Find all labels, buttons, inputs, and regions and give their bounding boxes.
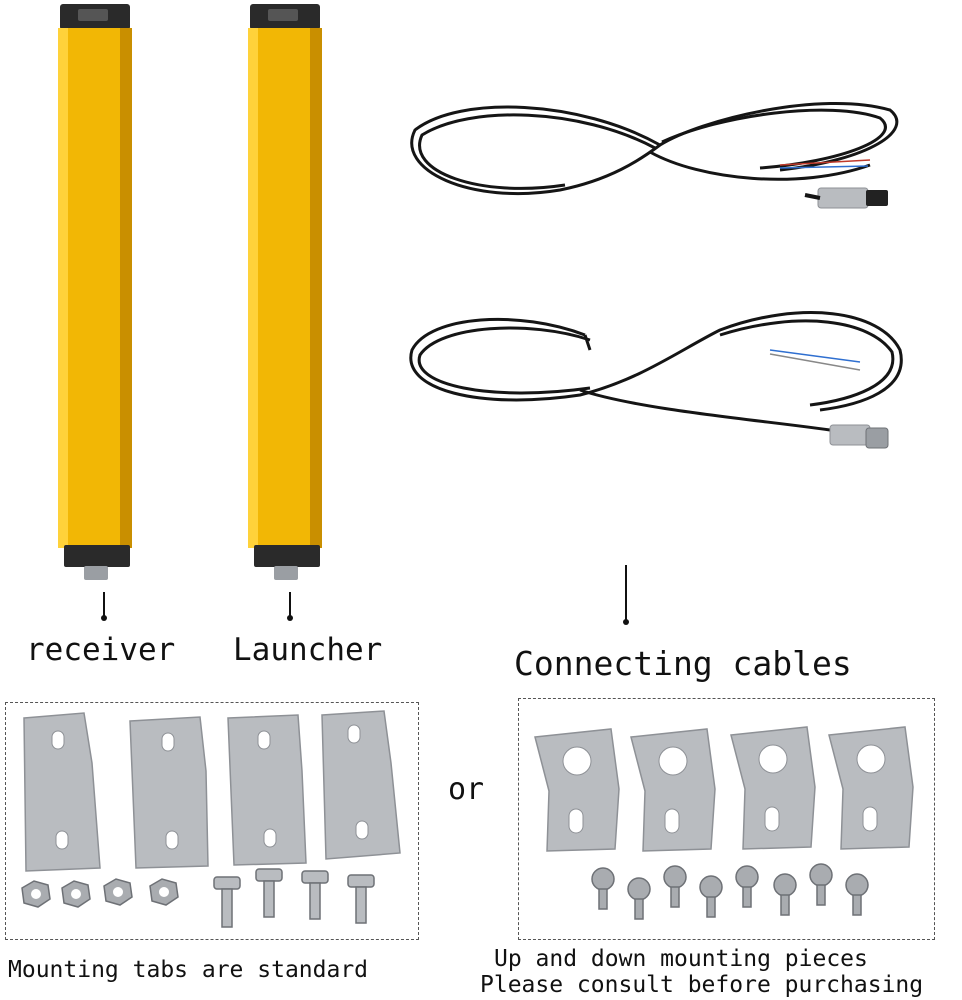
or-label: or <box>448 772 485 807</box>
mounting-tabs-caption: Mounting tabs are standard <box>8 957 369 983</box>
connecting-cable-1 <box>410 102 899 209</box>
launcher-label: Launcher <box>233 632 383 668</box>
mounting-pieces-box <box>518 698 935 940</box>
connecting-cables-label: Connecting cables <box>514 644 852 683</box>
receiver-bar <box>58 4 132 580</box>
mounting-pieces-caption-2: Please consult before purchasing <box>480 972 924 998</box>
connecting-cable-2 <box>409 311 903 449</box>
mounting-tabs-image <box>21 710 401 928</box>
mounting-pieces-caption-1: Up and down mounting pieces <box>494 946 868 972</box>
pointer-lines <box>101 565 629 625</box>
mounting-pieces-image <box>534 726 914 920</box>
mounting-tabs-box <box>5 702 419 940</box>
launcher-bar <box>248 4 322 580</box>
receiver-label: receiver <box>26 632 176 668</box>
